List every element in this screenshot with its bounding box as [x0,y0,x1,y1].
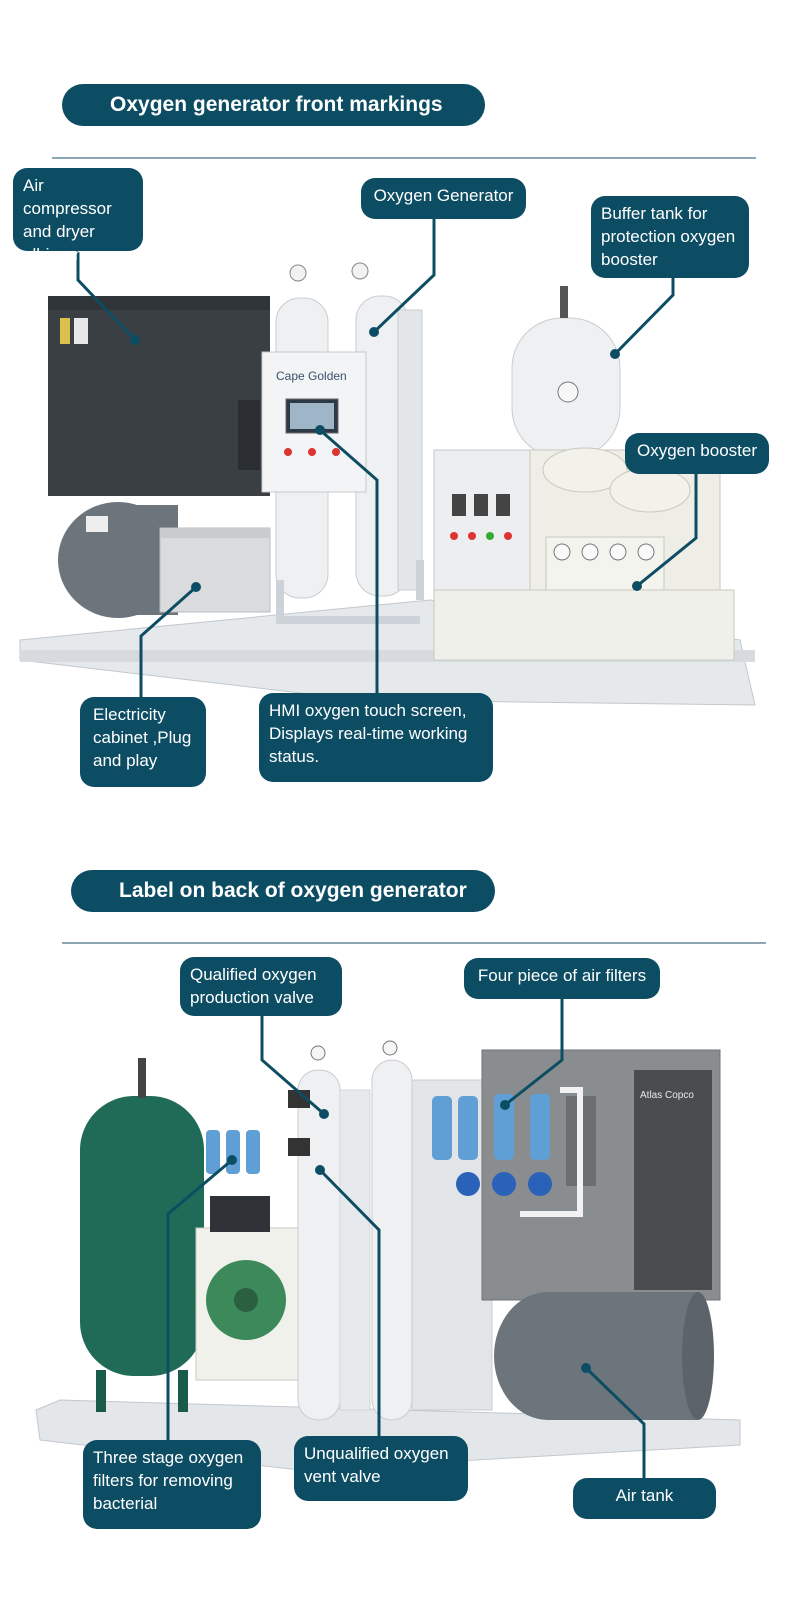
back-divider [62,942,766,944]
label-air-tank: Air tank [573,1478,716,1519]
label-oxygen-generator: Oxygen Generator [361,178,526,219]
back-section-title: Label on back of oxygen generator [71,870,495,912]
cape-golden-logo: Cape Golden [276,369,347,383]
label-air-filters: Four piece of air filters [464,958,660,999]
front-leader-lines [76,219,698,697]
atlas-copco-logo: Atlas Copco [640,1090,694,1101]
label-hmi-screen: HMI oxygen touch screen, Displays real-t… [259,693,493,782]
label-unqualified-valve: Unqualified oxygen vent valve [294,1436,468,1501]
label-three-stage-filters: Three stage oxygen filters for removing … [83,1440,261,1529]
label-buffer-tank: Buffer tank for protection oxygen booste… [591,196,749,278]
front-section-title: Oxygen generator front markings [62,84,485,126]
label-oxygen-booster: Oxygen booster [625,433,769,474]
label-air-compressor: Air compressor and dryer all-in-one [13,168,143,264]
back-leader-lines [166,999,646,1478]
front-equipment-illustration: Cape Golden [19,219,756,706]
label-qualified-valve: Qualified oxygen production valve [180,957,342,1016]
label-electricity-cabinet: Electricity cabinet ,Plug and play [80,697,206,787]
front-leader-dots [130,327,642,592]
front-divider [52,157,756,159]
back-leader-dots [227,1100,591,1373]
